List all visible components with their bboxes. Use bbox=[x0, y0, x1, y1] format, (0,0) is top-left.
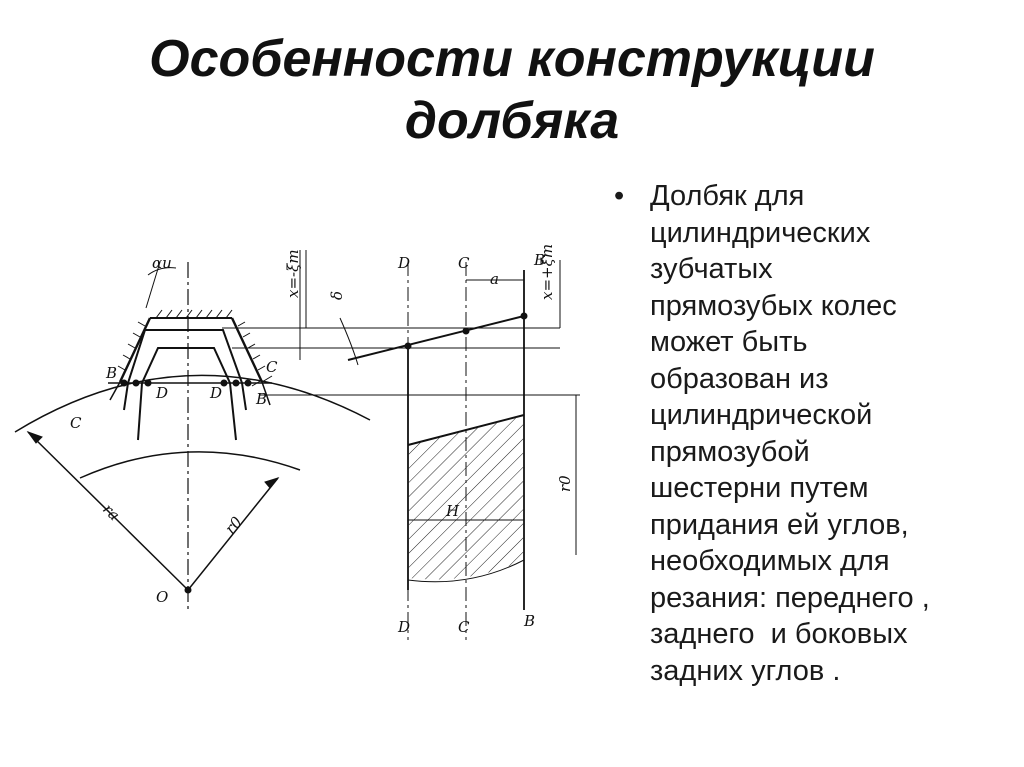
label-r0-section: r0 bbox=[556, 475, 574, 492]
bullet-line: зубчатых bbox=[650, 253, 773, 285]
bullet-line: придания ей углов, bbox=[650, 508, 909, 541]
label-c-bottom: C bbox=[458, 618, 470, 636]
bullet-line: Долбяк для bbox=[650, 180, 805, 212]
label-d-top: D bbox=[397, 254, 410, 272]
label-b-bottom: B bbox=[523, 612, 535, 630]
label-o: O bbox=[156, 588, 168, 606]
label-x-plus: x=+ξm bbox=[538, 244, 556, 300]
label-c-right: C bbox=[266, 358, 278, 376]
label-c-top: C bbox=[458, 254, 470, 272]
label-delta: δ bbox=[328, 291, 346, 300]
label-d-right: D bbox=[209, 384, 222, 402]
label-c-left: C bbox=[70, 414, 82, 432]
label-alpha-u: αu bbox=[152, 254, 172, 272]
bullet-line: заднего и боковых bbox=[650, 618, 908, 650]
label-x-minus: x=-ξm bbox=[284, 249, 302, 298]
bullet-line: задних углов . bbox=[650, 654, 841, 687]
bullet-line: шестерни путем bbox=[650, 472, 869, 504]
label-b-left: B bbox=[105, 364, 117, 382]
slide-title-line-2: долбяка bbox=[404, 92, 620, 150]
label-a: a bbox=[490, 270, 499, 288]
label-r0-front: r0 bbox=[221, 513, 246, 538]
bullet-line: прямозубых колес bbox=[650, 289, 897, 322]
bullet-line: цилиндрической bbox=[650, 399, 873, 431]
bullet-line: резания: переднего , bbox=[650, 581, 930, 614]
label-b-top: B bbox=[533, 251, 545, 269]
slide-title: Особенности конструкции долбяка bbox=[0, 28, 1024, 152]
label-ra: ra bbox=[99, 500, 123, 524]
label-d-left: D bbox=[155, 384, 168, 402]
shaper-cutter-diagram: αu x=-ξm δ x=+ξm D C B a H r0 D C B B D … bbox=[14, 244, 580, 640]
bullet-line: может быть bbox=[650, 326, 808, 358]
bullet-list: • Долбяк для цилиндрических зубчатых пря… bbox=[614, 178, 1014, 689]
bullet-line: образован из bbox=[650, 362, 829, 395]
bullet-paragraph: Долбяк для цилиндрических зубчатых прямо… bbox=[650, 178, 1014, 689]
slide-title-line-1: Особенности конструкции bbox=[149, 30, 875, 88]
bullet-marker: • bbox=[614, 180, 625, 212]
label-d-bottom: D bbox=[397, 618, 410, 636]
bullet-line: цилиндрических bbox=[650, 216, 871, 249]
bullet-line: необходимых для bbox=[650, 545, 890, 577]
label-b-right: B bbox=[255, 390, 267, 408]
label-h: H bbox=[445, 502, 460, 520]
arcs-and-radii bbox=[14, 261, 371, 612]
section-view bbox=[222, 250, 580, 640]
bullet-line: прямозубой bbox=[650, 435, 810, 468]
